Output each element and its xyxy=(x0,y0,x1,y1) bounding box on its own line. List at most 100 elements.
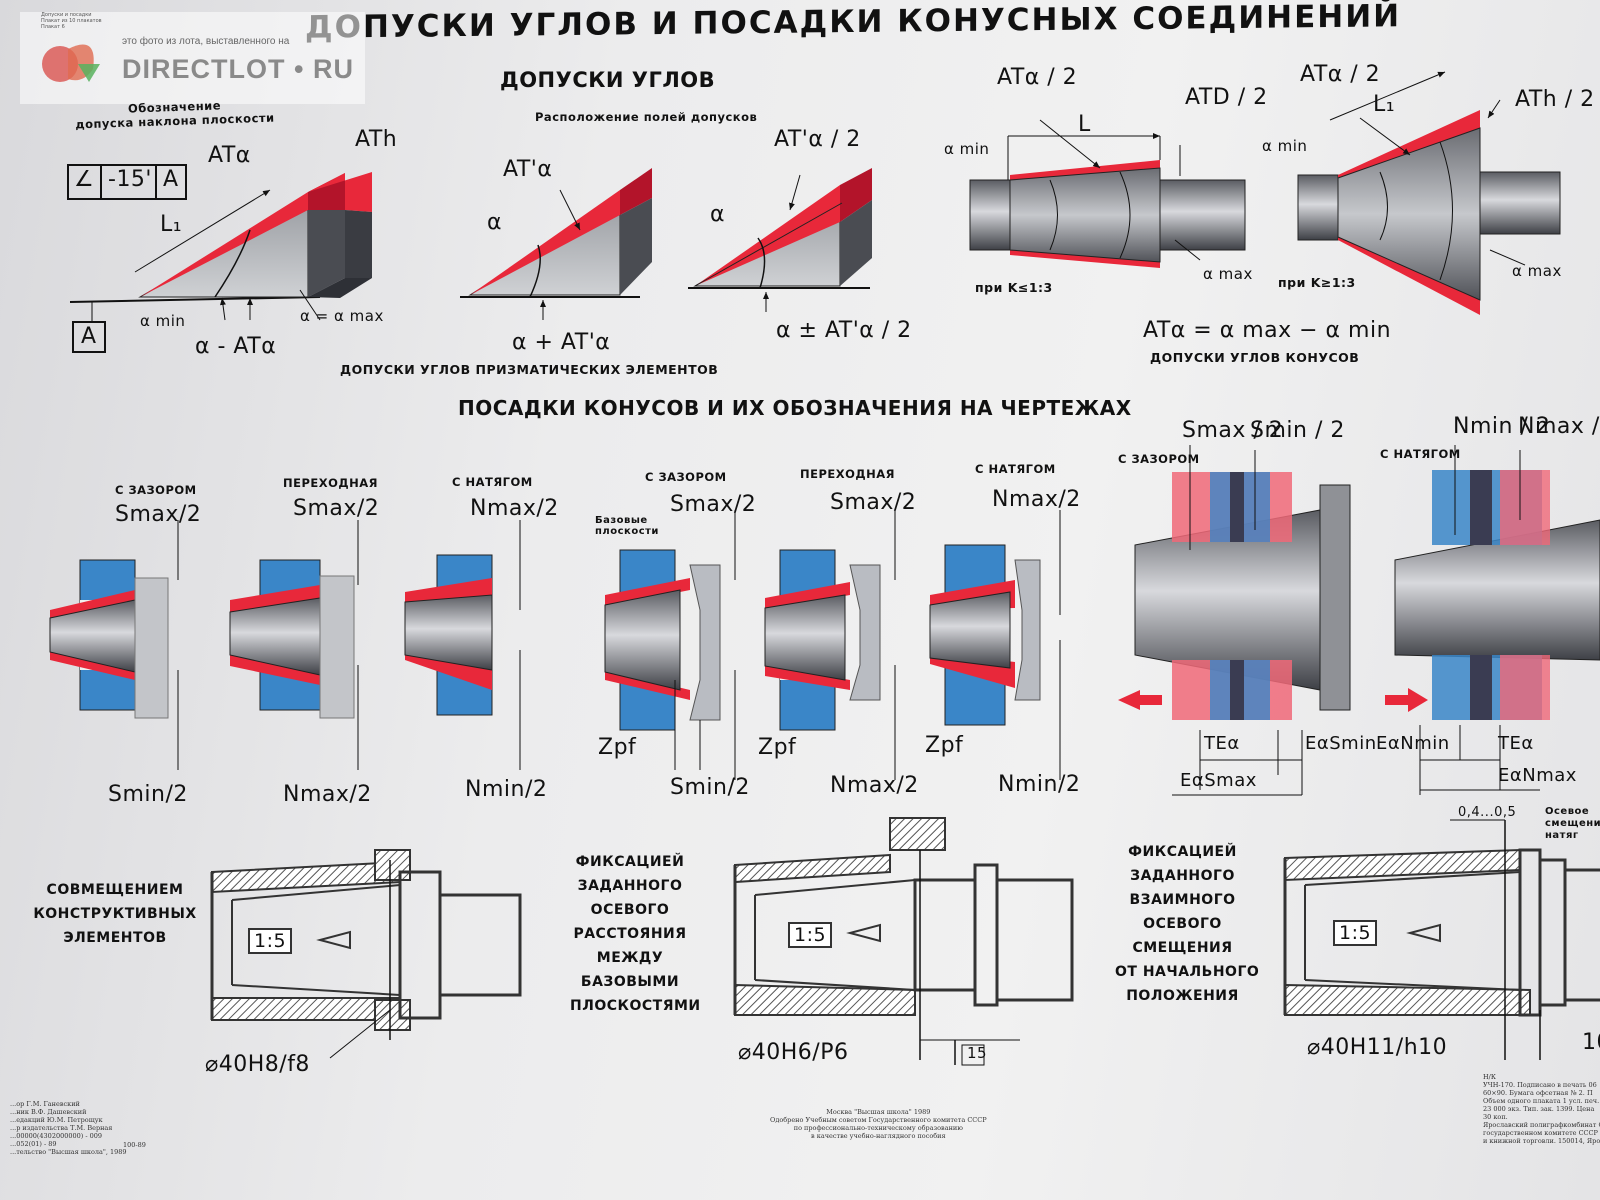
caption-fixation-offset-line-3: ВЗАИМНОГО xyxy=(1129,892,1236,908)
dim-range: 0,4...0,5 xyxy=(1458,805,1517,820)
label-alpha-eq-max: α = α max xyxy=(300,307,384,325)
cone2-label-at-h-half: ATh / 2 xyxy=(1515,87,1595,112)
caption-fixation-distance-line-4: РАССТОЯНИЯ xyxy=(573,926,687,942)
label-alpha-a: α xyxy=(487,210,503,235)
caption-fixation-distance-line-3: ОСЕВОГО xyxy=(590,902,670,918)
imprint-right: Н/К УЧН-170. Подписано в печать 06 60×90… xyxy=(1483,1073,1600,1145)
label-alpha-min: α min xyxy=(140,312,186,330)
axial-left-top2: Smin / 2 xyxy=(1250,418,1345,443)
caption-fixation-offset-line-7: ПОЛОЖЕНИЯ xyxy=(1126,988,1239,1004)
section1-heading: ДОПУСКИ УГЛОВ xyxy=(500,68,716,92)
fit-zpf-5: Zpf xyxy=(758,735,797,760)
cone-diagram-1 xyxy=(969,119,1246,268)
label-at-alpha-prime: AT'α xyxy=(503,157,553,182)
caption-fixation-offset-line-5: СМЕЩЕНИЯ xyxy=(1132,940,1233,956)
cone-label-alpha-min: α min xyxy=(944,140,990,158)
caption-fixation-distance-line-5: МЕЖДУ xyxy=(596,950,664,966)
section2-heading: ПОСАДКИ КОНУСОВ И ИХ ОБОЗНАЧЕНИЯ НА ЧЕРТ… xyxy=(458,396,1132,420)
frame-value: -15' xyxy=(108,167,152,192)
fit-type-4: С ЗАЗОРОМ xyxy=(645,470,727,484)
caption-combination-line-2: КОНСТРУКТИВНЫХ xyxy=(33,906,197,922)
label-alpha-plus: α + AT'α xyxy=(512,330,611,355)
fit-type-2: ПЕРЕХОДНАЯ xyxy=(283,476,379,490)
caption-fixation-distance-line-7: ПЛОСКОСТЯМИ xyxy=(570,998,701,1014)
fit-designation-1: ⌀40H8/f8 xyxy=(205,1052,310,1077)
axial-right-top2: Nmax / 2 xyxy=(1518,414,1600,439)
imprint-left-number: 100-89 xyxy=(123,1141,146,1149)
caption-fixation-distance-line-1: ФИКСАЦИЕЙ xyxy=(575,854,685,870)
axial-right-top1: Nmin / 2 xyxy=(1453,414,1551,439)
axial-fit-right xyxy=(1385,445,1600,795)
wedge-plusminus xyxy=(688,168,872,312)
cone2-label-k2: при K≥1:3 xyxy=(1278,275,1356,290)
axial-left-emax: EαSmax xyxy=(1180,770,1257,791)
caption-combination: СОВМЕЩЕНИЕМ КОНСТРУКТИВНЫХ ЭЛЕМЕНТОВ xyxy=(30,878,200,950)
label-alpha-plusminus: α ± AT'α / 2 xyxy=(776,318,912,343)
fit-bottom-6: Nmin/2 xyxy=(998,772,1081,797)
axial-fit-left xyxy=(1118,445,1351,796)
fit-bottom-2: Nmax/2 xyxy=(283,782,372,807)
cone2-label-alpha-min: α min xyxy=(1262,137,1308,155)
datum-box-label: A xyxy=(81,324,97,349)
cone-label-k1: при K≤1:3 xyxy=(975,280,1053,295)
taper-box-1: 1:5 xyxy=(248,928,293,954)
fit-zpf-6: Zpf xyxy=(925,733,964,758)
axial-right-type: С НАТЯГОМ xyxy=(1380,447,1461,461)
fit-bottom-5: Nmax/2 xyxy=(830,773,919,798)
label-fields: Расположение полей допусков xyxy=(535,110,758,124)
axial-left-te: TEα xyxy=(1204,733,1240,754)
fit-type-6: С НАТЯГОМ xyxy=(975,462,1056,476)
fit-type-3: С НАТЯГОМ xyxy=(452,475,533,489)
fit-type-1: С ЗАЗОРОМ xyxy=(115,483,197,497)
caption-fixation-offset-line-1: ФИКСАЦИЕЙ xyxy=(1128,844,1237,860)
fit-top-1: Smax/2 xyxy=(115,502,202,527)
wedge-designation xyxy=(67,164,372,353)
caption-fixation-offset: ФИКСАЦИЕЙ ЗАДАННОГО ВЗАИМНОГО ОСЕВОГО СМ… xyxy=(1115,840,1260,1008)
imprint-center: Москва "Высшая школа" 1989 Одобрено Учеб… xyxy=(770,1108,987,1140)
caption-fixation-offset-line-4: ОСЕВОГО xyxy=(1143,916,1222,932)
fit-top-5: Smax/2 xyxy=(830,490,917,515)
axial-right-emin: EαNmin xyxy=(1376,733,1450,754)
axial-left-emin: EαSmin xyxy=(1305,733,1377,754)
formula-at-alpha: ATα = α max − α min xyxy=(1143,318,1392,343)
fit-diagrams-row xyxy=(49,510,1061,780)
fit-designation-3: ⌀40H11/h10 xyxy=(1307,1035,1448,1060)
watermark-brand: DIRECTLOT • RU xyxy=(122,54,354,84)
section-drawing-3 xyxy=(1283,819,1600,1060)
fit-bottom-3: Nmin/2 xyxy=(465,777,548,802)
fit-bottom-4: Smin/2 xyxy=(670,775,750,800)
imprint-left: ...ор Г.М. Ганевский ...ник В.Ф. Дашевск… xyxy=(10,1100,127,1156)
axial-left-top1: Smax / 2 xyxy=(1182,418,1284,443)
fit-top-6: Nmax/2 xyxy=(992,487,1081,512)
label-at-alpha: ATα xyxy=(208,143,251,168)
caption-fixation-offset-line-6: ОТ НАЧАЛЬНОГО xyxy=(1115,964,1260,980)
axial-right-te: TEα xyxy=(1498,733,1534,754)
cone-label-at-alpha-half: ATα / 2 xyxy=(997,65,1078,90)
fit-type-5: ПЕРЕХОДНАЯ xyxy=(800,467,896,481)
fit-bottom-1: Smin/2 xyxy=(108,782,188,807)
axial-offset-note: Осевое смещени натяг xyxy=(1545,806,1600,841)
label-at-h: ATh xyxy=(355,127,398,152)
label-alpha-b: α xyxy=(710,202,726,227)
taper-box-3: 1:5 xyxy=(1333,920,1378,946)
caption-prism: ДОПУСКИ УГЛОВ ПРИЗМАТИЧЕСКИХ ЭЛЕМЕНТОВ xyxy=(340,362,719,377)
cone-label-at-d-half: ATD / 2 xyxy=(1185,85,1268,110)
dim-15: 15 xyxy=(967,1044,988,1062)
frame-angle-symbol: ∠ xyxy=(74,167,95,192)
caption-fixation-distance-line-6: БАЗОВЫМИ xyxy=(580,974,680,990)
fit-top-3: Nmax/2 xyxy=(470,496,559,521)
taper-box-2: 1:5 xyxy=(788,922,833,948)
cone2-label-l1: L₁ xyxy=(1373,92,1396,117)
label-l1: L₁ xyxy=(160,212,183,237)
section-drawing-1 xyxy=(210,849,522,1059)
cone-label-l: L xyxy=(1078,112,1091,137)
cone-label-alpha-max: α max xyxy=(1203,265,1253,283)
frame-datum: A xyxy=(163,167,179,192)
cone2-label-at-alpha-half: ATα / 2 xyxy=(1300,62,1381,87)
watermark-corner-text: Допуски и посадки Плакат из 10 плакатов … xyxy=(41,12,102,30)
caption-cones: ДОПУСКИ УГЛОВ КОНУСОВ xyxy=(1150,350,1360,365)
label-base-planes: Базовые плоскости xyxy=(595,515,659,537)
fit-designation-2: ⌀40H6/P6 xyxy=(738,1040,849,1065)
